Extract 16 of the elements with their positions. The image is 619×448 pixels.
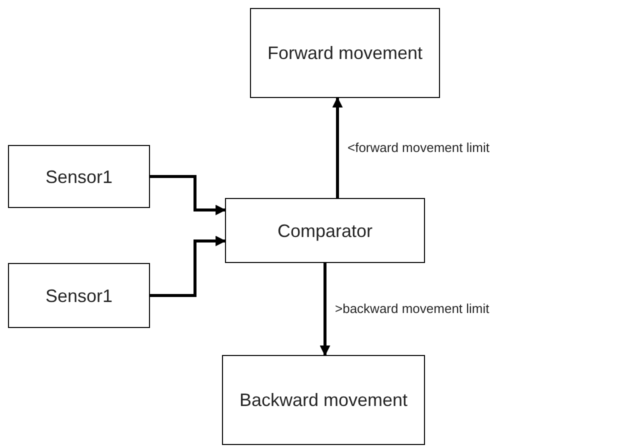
- box-label: Forward movement: [267, 42, 423, 65]
- arrow: [150, 175, 226, 216]
- box-label: Backward movement: [239, 389, 408, 412]
- edge-label: >backward movement limit: [335, 300, 490, 318]
- process-box: [225, 198, 425, 263]
- process-box: [8, 263, 150, 328]
- process-box: [250, 8, 440, 98]
- process-box: [8, 145, 150, 208]
- box-label: Sensor1: [45, 166, 113, 188]
- edge-label: <forward movement limit: [348, 139, 490, 157]
- arrow: [150, 236, 226, 297]
- process-box: [222, 355, 425, 445]
- arrow: [332, 96, 343, 198]
- box-label: Comparator: [277, 220, 373, 243]
- box-label: Sensor1: [45, 284, 113, 308]
- arrow: [320, 263, 330, 356]
